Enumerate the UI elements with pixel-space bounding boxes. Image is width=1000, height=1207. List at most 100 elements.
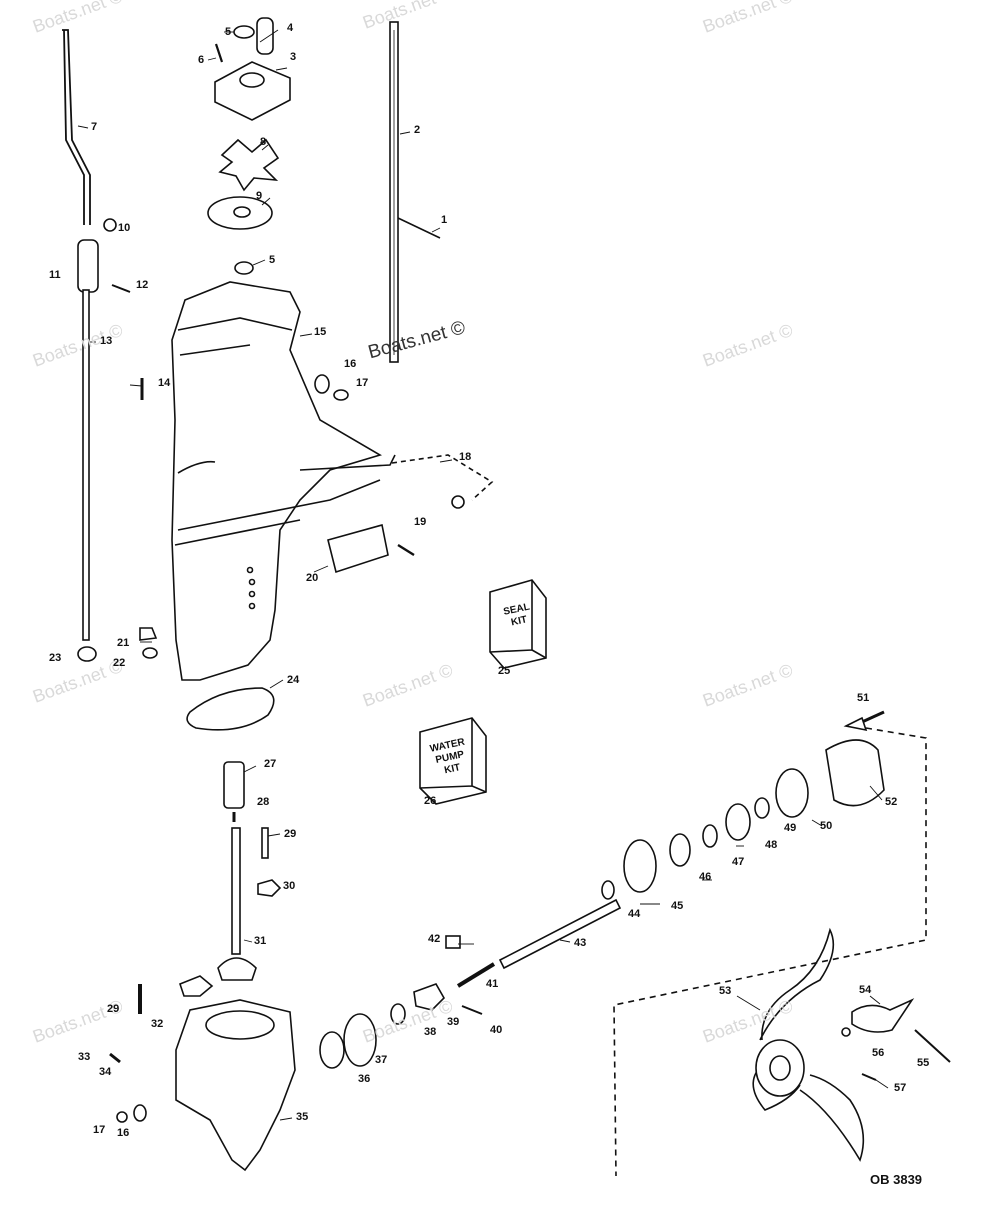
nut-21 xyxy=(139,627,158,641)
washer xyxy=(314,374,330,394)
water-tube-grommet xyxy=(256,17,274,55)
bearing-carrier xyxy=(825,739,885,807)
callout-52: 52 xyxy=(885,796,898,808)
drive-shaft-lower xyxy=(231,827,241,955)
bushing xyxy=(669,833,691,867)
shift-cam xyxy=(179,975,214,997)
callout-56: 56 xyxy=(872,1047,885,1059)
callout-3: 3 xyxy=(290,51,297,63)
driveshaft-housing xyxy=(171,281,382,681)
callout-16: 16 xyxy=(344,358,357,370)
callout-57: 57 xyxy=(894,1082,907,1094)
callout-29: 29 xyxy=(284,828,297,840)
washer-44 xyxy=(601,880,615,900)
callout-48: 48 xyxy=(765,839,778,851)
callout-9: 9 xyxy=(256,190,263,202)
water-pump-housing xyxy=(214,61,291,121)
callout-15: 15 xyxy=(314,326,327,338)
anode xyxy=(327,523,389,574)
shift-rod-coupler xyxy=(77,239,99,293)
callout-55: 55 xyxy=(917,1057,930,1069)
callout-47: 47 xyxy=(732,856,745,868)
seal-49 xyxy=(754,797,770,819)
shift-spring xyxy=(456,962,496,988)
callout-37: 37 xyxy=(375,1054,388,1066)
callout-17: 17 xyxy=(356,377,369,389)
plug xyxy=(333,389,349,401)
seal-lower xyxy=(234,261,254,275)
callout-21: 21 xyxy=(117,637,130,649)
nut-30 xyxy=(257,879,282,897)
cross-pin xyxy=(461,1005,483,1015)
callout-23: 23 xyxy=(49,652,62,664)
callout-40: 40 xyxy=(490,1024,503,1036)
callout-50: 50 xyxy=(820,820,833,832)
callout-13: 13 xyxy=(100,335,113,347)
pin-29 xyxy=(261,827,269,859)
impeller xyxy=(218,138,280,192)
screw xyxy=(214,43,224,63)
callout-14: 14 xyxy=(158,377,171,389)
callout-54: 54 xyxy=(859,984,872,996)
retainer xyxy=(445,935,461,949)
reverse-gear xyxy=(623,839,657,893)
callout-33: 33 xyxy=(78,1051,91,1063)
callout-46: 46 xyxy=(699,871,712,883)
shift-rod-upper xyxy=(62,29,91,225)
clutch xyxy=(413,983,445,1011)
callout-27: 27 xyxy=(264,758,277,770)
callout-10: 10 xyxy=(118,222,131,234)
washer-47 xyxy=(702,824,718,848)
prop-nut xyxy=(851,998,915,1033)
trim-tab-assembly xyxy=(391,454,494,501)
callout-5: 5 xyxy=(225,26,232,38)
screw-33 xyxy=(109,1052,121,1064)
callout-8: 8 xyxy=(260,136,267,148)
callout-1: 1 xyxy=(441,214,448,226)
callout-4: 4 xyxy=(287,22,294,34)
callout-6: 6 xyxy=(198,54,205,66)
callout-36: 36 xyxy=(358,1073,371,1085)
callout-11: 11 xyxy=(49,269,61,281)
gearcase xyxy=(175,999,296,1172)
nut xyxy=(103,218,117,232)
callout-17b: 17 xyxy=(93,1124,106,1136)
forward-gear xyxy=(343,1013,377,1067)
callout-51: 51 xyxy=(857,692,870,704)
bearing-48 xyxy=(725,803,751,841)
callout-7: 7 xyxy=(91,121,98,133)
pin-57 xyxy=(861,1073,877,1081)
callout-2: 2 xyxy=(414,124,421,136)
diagram-code: OB 3839 xyxy=(870,1172,923,1187)
callout-16b: 16 xyxy=(117,1127,130,1139)
washer-16b xyxy=(133,1104,147,1122)
callout-38: 38 xyxy=(424,1026,437,1038)
washer-22 xyxy=(142,647,158,659)
callout-31: 31 xyxy=(254,935,267,947)
callout-18: 18 xyxy=(459,451,472,463)
callout-42: 42 xyxy=(428,933,441,945)
callout-35: 35 xyxy=(296,1111,309,1123)
cotter-pin xyxy=(914,1029,951,1063)
callout-41: 41 xyxy=(486,978,499,990)
callout-39: 39 xyxy=(447,1016,460,1028)
callout-28: 28 xyxy=(257,796,270,808)
callout-25: 25 xyxy=(498,665,511,677)
callout-43: 43 xyxy=(574,937,587,949)
gasket xyxy=(186,687,275,731)
propeller-shaft xyxy=(498,898,622,970)
callout-30: 30 xyxy=(283,880,296,892)
callout-26: 26 xyxy=(424,795,437,807)
coupler-pin xyxy=(111,284,131,293)
callout-29b: 29 xyxy=(107,1003,120,1015)
callout-22: 22 xyxy=(113,657,126,669)
pin xyxy=(397,217,441,239)
carrier-screw xyxy=(861,710,885,724)
callout-45: 45 xyxy=(671,900,684,912)
callout-24: 24 xyxy=(287,674,300,686)
o-ring xyxy=(775,768,809,818)
callout-44: 44 xyxy=(628,908,641,920)
callout-53: 53 xyxy=(719,985,732,997)
callout-20: 20 xyxy=(306,572,319,584)
